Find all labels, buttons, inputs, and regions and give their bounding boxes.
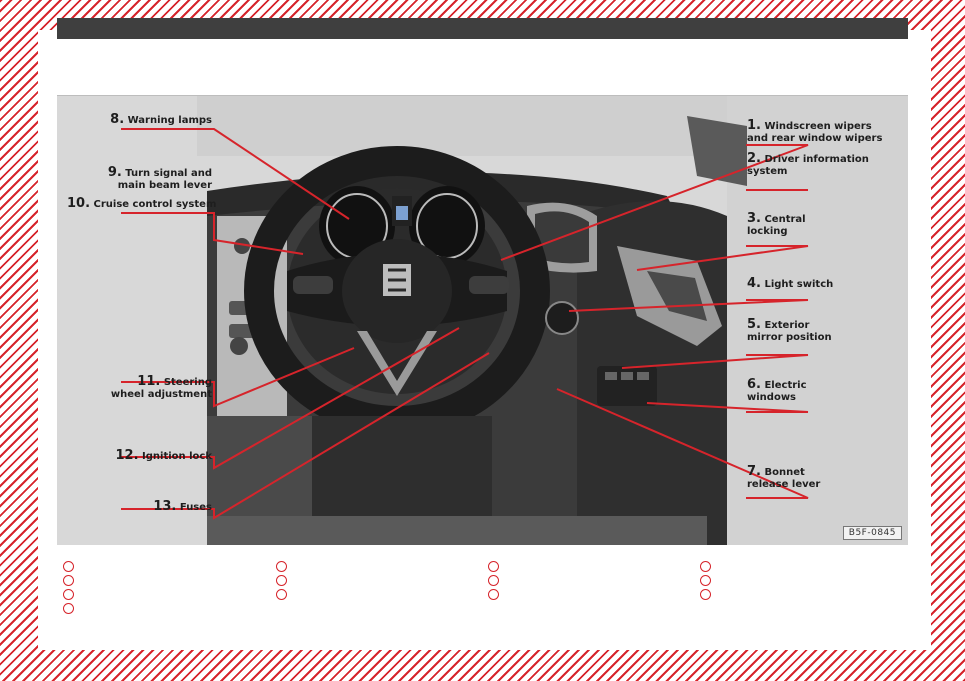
dashboard-illustration: 8. Warning lamps 9. Turn signal and main… <box>57 95 908 545</box>
label-text: Windscreen wipers <box>764 121 872 132</box>
label-text: Central <box>764 214 806 225</box>
image-code: B5F-0845 <box>842 526 902 540</box>
label-central-locking: 3. Central locking <box>747 211 806 238</box>
empty-circle <box>63 575 74 586</box>
label-text: Electric <box>764 380 807 391</box>
label-text-line2: wheel adjustment <box>110 389 212 400</box>
label-text-line2: windows <box>747 392 797 403</box>
label-number: 13. <box>153 499 177 514</box>
label-number: 2. <box>747 151 761 166</box>
label-text-line2: main beam lever <box>117 180 212 191</box>
label-driver-information: 2. Driver information system <box>747 151 869 178</box>
empty-circle <box>700 575 711 586</box>
label-text-line2: locking <box>747 226 788 237</box>
empty-circle <box>700 561 711 572</box>
label-exterior-mirror: 5. Exterior mirror position <box>747 317 832 344</box>
label-number: 12. <box>115 448 139 463</box>
empty-circle <box>63 603 74 614</box>
label-number: 5. <box>747 317 761 332</box>
label-text-line2: mirror position <box>747 332 832 343</box>
label-number: 10. <box>67 196 91 211</box>
label-text-line2: release lever <box>747 479 821 490</box>
empty-circle <box>276 561 287 572</box>
empty-circle <box>63 589 74 600</box>
dashboard-drawing <box>57 96 908 545</box>
label-text: Light switch <box>764 279 834 290</box>
label-turn-signal: 9. Turn signal and main beam lever <box>77 165 212 192</box>
label-electric-windows: 6. Electric windows <box>747 377 807 404</box>
label-number: 11. <box>137 374 161 389</box>
label-text: Bonnet <box>764 467 805 478</box>
label-number: 9. <box>107 165 122 180</box>
label-steering-adjustment: 11. Steering wheel adjustment <box>77 374 212 401</box>
label-text: Steering <box>163 377 212 388</box>
label-bonnet-release: 7. Bonnet release lever <box>747 464 821 491</box>
label-text-line2: system <box>747 166 788 177</box>
header-bar <box>57 18 908 39</box>
label-fuses: 13. Fuses <box>77 499 212 514</box>
empty-circle <box>488 561 499 572</box>
empty-circle <box>276 575 287 586</box>
label-ignition-lock: 12. Ignition lock <box>77 448 213 463</box>
label-number: 4. <box>747 276 761 291</box>
label-text: Exterior <box>764 320 810 331</box>
label-text-line2: and rear window wipers <box>747 133 883 144</box>
label-number: 8. <box>110 112 125 127</box>
label-text: Warning lamps <box>127 115 212 126</box>
label-warning-lamps: 8. Warning lamps <box>77 112 212 127</box>
label-number: 7. <box>747 464 761 479</box>
label-text: Turn signal and <box>125 168 212 179</box>
empty-circle <box>488 589 499 600</box>
label-number: 3. <box>747 211 761 226</box>
empty-circle <box>63 561 74 572</box>
empty-circle <box>276 589 287 600</box>
label-number: 1. <box>747 118 761 133</box>
label-wipers: 1. Windscreen wipers and rear window wip… <box>747 118 883 145</box>
label-text: Fuses <box>179 502 212 513</box>
label-text: Ignition lock <box>142 451 212 462</box>
label-text: Driver information <box>764 154 869 165</box>
label-number: 6. <box>747 377 761 392</box>
label-light-switch: 4. Light switch <box>747 276 834 291</box>
label-text: Cruise control system <box>93 199 217 210</box>
empty-circle <box>700 589 711 600</box>
label-cruise-control: 10. Cruise control system <box>67 196 216 211</box>
empty-circle <box>488 575 499 586</box>
